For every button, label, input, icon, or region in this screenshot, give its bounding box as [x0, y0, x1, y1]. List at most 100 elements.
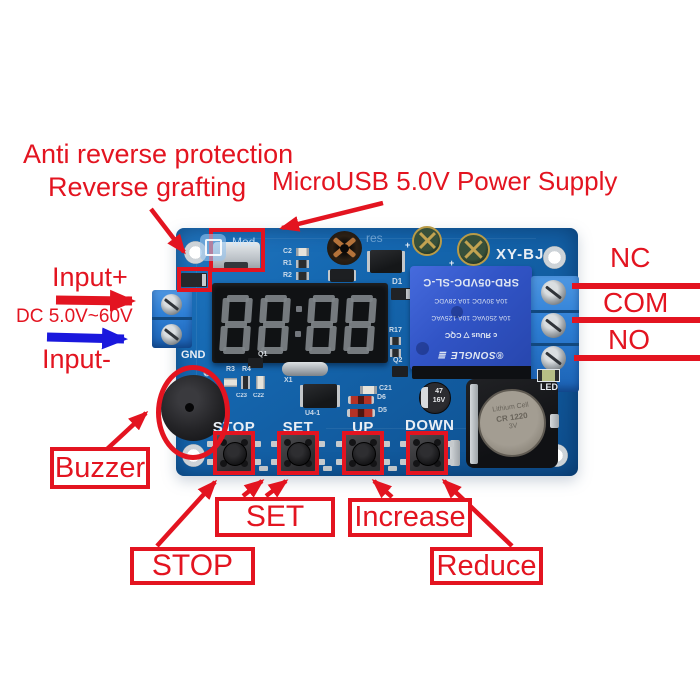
cap-value: 47 — [435, 388, 443, 395]
ref-label-u4: U4-1 — [305, 410, 321, 417]
input-screw-minus — [161, 324, 182, 345]
button-pin — [207, 459, 215, 465]
button-rivet — [413, 460, 420, 467]
mounting-hole — [543, 246, 566, 269]
sot-regulator — [330, 269, 354, 282]
button-pin — [317, 459, 325, 465]
com-leader-line — [572, 317, 700, 323]
input-minus-arrow — [46, 327, 128, 350]
button-rivet — [434, 460, 441, 467]
callout-nc: NC — [610, 242, 651, 273]
button-rivet — [434, 439, 441, 446]
ref-label-r17: R17 — [389, 327, 402, 334]
led-silkscreen: LED — [540, 382, 558, 392]
battery-clip — [550, 414, 559, 428]
stop-button-plunger — [223, 442, 247, 466]
down-button-frame — [406, 431, 448, 475]
relay-dimple — [416, 342, 429, 355]
terminal-screw-no — [541, 346, 566, 371]
display-colon-dot — [295, 331, 301, 337]
ref-label-r2: R2 — [283, 272, 292, 279]
ref-label-q2: Q2 — [393, 357, 403, 364]
reduce-label: Reduce — [436, 549, 537, 582]
diode-d5 — [347, 409, 375, 417]
button-pin — [336, 441, 344, 447]
watermark-text: Mod — [232, 235, 256, 249]
smd-resistor — [390, 337, 401, 345]
ref-label-c22: C22 — [253, 393, 265, 399]
inductor-coil — [327, 231, 362, 265]
smd-capacitor — [296, 248, 309, 256]
up-button-plunger — [352, 442, 376, 466]
solder-pad — [259, 466, 268, 471]
ref-label-q1: Q1 — [258, 351, 268, 358]
relay-rating-ac: 10A 250VAC 10A 125VAC — [431, 314, 511, 322]
button-rivet — [220, 460, 227, 467]
smd-resistor — [296, 272, 309, 280]
coin-cell-battery — [478, 389, 546, 457]
button-pin — [400, 459, 408, 465]
relay-rating-dc: 10A 30VDC 10A 28VDC — [434, 297, 508, 305]
transistor-q1 — [248, 358, 263, 368]
button-rivet — [370, 460, 377, 467]
solder-pad — [323, 466, 332, 471]
button-rivet — [220, 439, 227, 446]
relay-base — [412, 366, 536, 379]
seven-segment-digit — [257, 295, 291, 354]
watermark-chip-icon — [200, 234, 226, 261]
button-pin — [382, 441, 390, 447]
seven-segment-digit — [305, 295, 339, 354]
ref-label-d1: D1 — [392, 277, 403, 286]
set-arrow-a — [241, 479, 265, 498]
micro-usb-slot — [224, 262, 248, 269]
gnd-silkscreen: GND — [181, 349, 206, 361]
ref-label-c21: C21 — [379, 385, 392, 392]
callout-com: COM — [603, 287, 669, 318]
callout-usb-power: MicroUSB 5.0V Power Supply — [272, 166, 618, 196]
button-pin — [400, 441, 408, 447]
crystal-x1 — [282, 362, 328, 376]
cap-voltage: 16V — [432, 397, 446, 405]
battery-clip-arm — [450, 440, 460, 466]
input-plus-arrow — [55, 289, 136, 312]
button-pin — [382, 459, 390, 465]
set-label-box: SET — [215, 497, 335, 537]
ref-label-r3: R3 — [226, 366, 235, 373]
button-pin — [253, 459, 261, 465]
relay: ®SONGLE ≣ c ЯUus ▽ CQC 10A 250VAC 10A 12… — [410, 266, 532, 370]
up-button-frame — [342, 431, 384, 475]
button-pin — [271, 441, 279, 447]
smd-resistor — [296, 260, 309, 268]
solder-pad — [388, 466, 397, 471]
reduce-label-box: Reduce — [430, 547, 543, 585]
protection-diode — [181, 273, 207, 287]
callout-input-range: DC 5.0V~60V — [16, 306, 133, 327]
stop-arrow — [155, 479, 218, 548]
callout-input-plus: Input+ — [52, 262, 128, 292]
pcb-trace — [196, 258, 197, 438]
button-pin — [271, 459, 279, 465]
terminal-screw-com — [541, 313, 566, 338]
button-pin — [446, 459, 454, 465]
input-screw-plus — [161, 294, 182, 315]
button-pin — [317, 441, 325, 447]
board-model-silkscreen: XY-BJ — [496, 246, 545, 263]
pcb-trace — [326, 428, 546, 429]
pcb-trace — [236, 238, 536, 239]
button-rivet — [305, 460, 312, 467]
transistor-q2 — [392, 366, 408, 377]
terminal-divider — [152, 317, 192, 320]
watermark-text: res — [366, 231, 383, 245]
increase-label-box: Increase — [348, 498, 472, 537]
smd-capacitor — [256, 376, 265, 389]
buzzer-arrow — [104, 410, 149, 452]
smd-capacitor — [224, 378, 237, 387]
ref-label-r1: R1 — [283, 260, 292, 267]
buzzer-highlight-ring — [156, 365, 230, 460]
ref-label-x1: X1 — [284, 377, 293, 384]
smd-resistor — [390, 349, 401, 357]
no-leader-line — [574, 355, 700, 361]
increase-arrow — [371, 479, 394, 499]
display-colon-dot — [296, 306, 302, 312]
